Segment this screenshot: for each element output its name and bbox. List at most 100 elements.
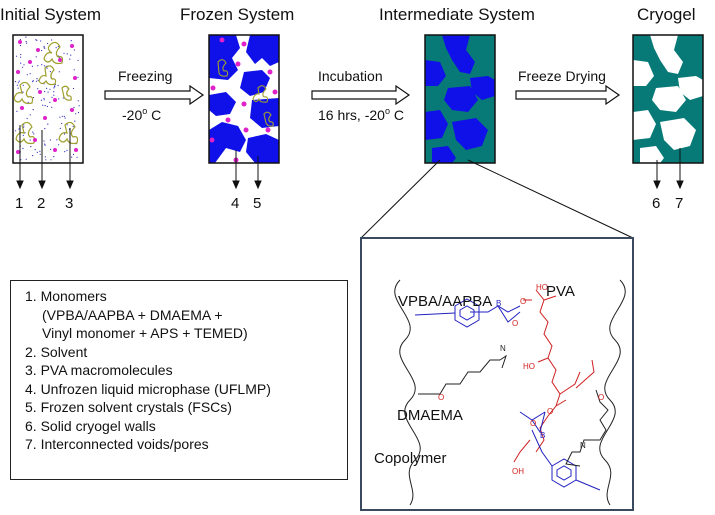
solvent-dot: [14, 81, 17, 83]
solvent-dot: [53, 91, 55, 93]
solvent-dot: [16, 55, 18, 57]
atom-label: O: [438, 393, 444, 402]
solvent-dot: [55, 47, 57, 49]
solvent-dot: [25, 41, 27, 43]
solvent-dot: [70, 40, 72, 42]
solvent-dot: [51, 39, 53, 41]
solvent-dot: [26, 42, 28, 44]
number-label: 5: [253, 195, 261, 212]
solvent-dot: [71, 156, 73, 158]
vpba-aapba-label: VPBA/AAPBA: [398, 293, 492, 310]
solvent-dot: [20, 53, 22, 56]
solvent-dot: [47, 42, 49, 45]
atom-label: N: [580, 441, 586, 450]
solvent-dot: [66, 53, 68, 55]
copolymer-label: Copolymer: [374, 450, 447, 467]
solvent-dot: [44, 144, 46, 146]
intermediate-system-panel: [424, 34, 496, 164]
solvent-dot: [73, 49, 75, 51]
solvent-dot: [20, 62, 22, 64]
legend-item: 7. Interconnected voids/pores: [25, 436, 209, 452]
solvent-dot: [20, 56, 22, 58]
incubation-label: Incubation: [318, 68, 383, 84]
solvent-dot: [25, 158, 27, 160]
freeze-drying-label: Freeze Drying: [518, 68, 606, 84]
solvent-dot: [58, 71, 60, 73]
zoom-lines: [360, 159, 634, 239]
number-label: 4: [231, 195, 239, 212]
legend-item: (VPBA/AAPBA + DMAEMA +: [42, 306, 223, 323]
solvent-dot: [40, 99, 43, 101]
number-label: 3: [65, 195, 73, 212]
solvent-dot: [19, 44, 22, 47]
solvent-dot: [37, 88, 39, 90]
phenyl-ring-icon: [414, 298, 480, 328]
solvent-dot: [17, 87, 19, 89]
solvent-dot: [34, 149, 36, 151]
frozen-solvent-crystals: [425, 35, 495, 163]
solvent-dot: [72, 125, 74, 128]
frozen-system-panel: [208, 34, 280, 164]
interconnected-pores: [633, 35, 703, 163]
polymer-backbone: [394, 279, 626, 506]
number-label: 7: [675, 195, 683, 212]
dmaema-side-chains: [418, 354, 609, 467]
chemistry-inset: HO HO OH B B O O O O N N O O VPBA/AAPBA …: [360, 237, 634, 511]
solvent-dot: [17, 82, 19, 84]
solvent-dot: [15, 130, 17, 132]
solvent-dot: [32, 131, 34, 133]
solvent-dot: [31, 65, 33, 67]
solvent-dot: [27, 101, 29, 103]
solvent-dot: [50, 148, 52, 150]
boronate-linkages: [470, 305, 553, 467]
legend-item: 1. Monomers: [25, 288, 107, 304]
pointer-arrows: [16, 125, 684, 190]
solvent-dot: [22, 147, 24, 150]
solvent-dot: [39, 153, 41, 155]
number-label: 1: [15, 195, 23, 212]
process-arrows: [104, 84, 621, 106]
solvent-dot: [35, 39, 37, 41]
solvent-dot: [20, 159, 22, 161]
atom-label: O: [598, 393, 604, 402]
solvent-dot: [64, 151, 66, 153]
solvent-dot: [43, 99, 45, 101]
solvent-dot: [77, 59, 79, 62]
solvent-dot: [25, 36, 27, 38]
solvent-dot: [51, 96, 53, 98]
solvent-dot: [57, 45, 60, 48]
solvent-dot: [58, 144, 60, 146]
atom-label: O: [520, 297, 526, 306]
solvent-dot: [69, 58, 71, 60]
phenyl-ring-icon: [551, 458, 601, 491]
solvent-dot: [47, 123, 49, 125]
solvent-dot: [36, 151, 38, 153]
solvent-dot: [61, 115, 63, 117]
stage-title-intermediate: Intermediate System: [379, 5, 535, 24]
atom-label: O: [547, 407, 553, 416]
pva-label: PVA: [546, 283, 575, 300]
incubation-conditions: 16 hrs, -20o C: [318, 106, 404, 123]
frozen-solvent-crystals: [209, 35, 279, 163]
solvent-dot: [26, 117, 28, 120]
solvent-dot: [73, 106, 75, 109]
solvent-dot: [44, 156, 46, 158]
solvent-dot: [78, 105, 80, 107]
solvent-dot: [22, 84, 24, 86]
stage-title-cryogel: Cryogel: [637, 5, 696, 24]
solvent-dot: [44, 105, 46, 107]
atom-label: HO: [523, 362, 535, 371]
solvent-dot: [45, 159, 47, 161]
atom-label: O: [512, 319, 518, 328]
atom-label: HO: [536, 283, 548, 292]
solvent-dot: [74, 120, 76, 122]
solvent-dot: [43, 47, 45, 49]
solvent-dot: [26, 74, 28, 76]
solvent-dot: [47, 91, 49, 93]
solvent-dot: [63, 133, 66, 135]
freezing-arrow: [104, 84, 205, 106]
solvent-dot: [24, 132, 26, 134]
solvent-dot: [73, 69, 75, 71]
solvent-dot: [16, 110, 18, 112]
solvent-dot: [16, 84, 18, 86]
